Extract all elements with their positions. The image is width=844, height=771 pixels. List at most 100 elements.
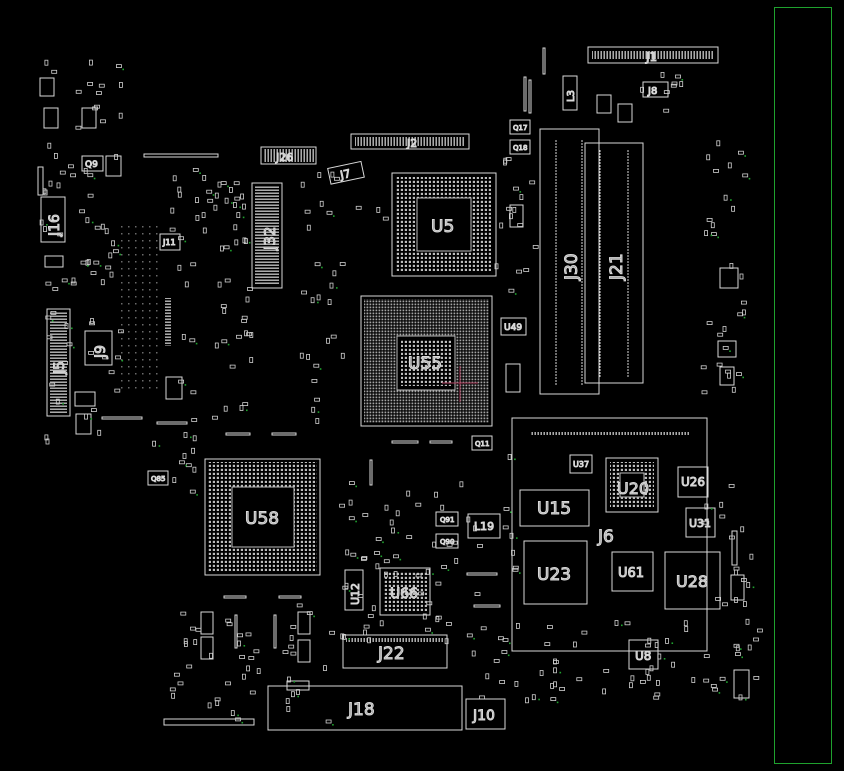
trace-h10 xyxy=(101,416,143,420)
smd-pad xyxy=(683,620,688,627)
smd-pad xyxy=(703,520,710,525)
test-point xyxy=(73,346,75,349)
smd-pad xyxy=(383,571,388,578)
smd-pad xyxy=(47,142,52,149)
smd-pad xyxy=(48,180,53,187)
smd-pad xyxy=(505,157,512,162)
smd-pad xyxy=(327,299,332,306)
smd-pad xyxy=(189,489,196,494)
smd-pad xyxy=(348,499,353,506)
test-point xyxy=(710,234,713,237)
origin-crosshair xyxy=(442,366,478,402)
trace-h1 xyxy=(225,432,251,436)
smd-pad xyxy=(282,650,289,654)
smd-pad xyxy=(742,173,749,178)
smd-pad xyxy=(559,687,565,691)
smd-pad xyxy=(329,282,334,289)
smd-pad xyxy=(663,108,670,113)
label-q90: Q90 xyxy=(440,538,454,546)
test-point xyxy=(242,216,245,219)
smd-pad xyxy=(314,397,321,402)
test-points xyxy=(46,68,755,726)
smd-pad xyxy=(224,278,231,283)
smd-pad xyxy=(719,676,726,681)
smd-pad xyxy=(241,318,248,323)
smd-pad xyxy=(332,270,337,277)
transistor-q28 xyxy=(297,639,311,663)
smd-pad xyxy=(239,405,244,411)
smd-pad xyxy=(646,674,651,681)
smd-pad xyxy=(290,651,297,656)
label-u49: U49 xyxy=(504,323,522,333)
label-j8: J8 xyxy=(647,86,657,97)
smd-pad xyxy=(325,719,332,724)
smd-pad xyxy=(66,342,73,347)
smd-pad xyxy=(704,230,708,237)
test-point xyxy=(355,520,357,523)
smd-pad xyxy=(195,627,202,632)
smd-pad xyxy=(719,501,724,508)
test-point xyxy=(184,384,187,386)
smd-pad xyxy=(703,678,710,683)
chip-u2 xyxy=(44,255,64,268)
connector-j30 xyxy=(539,128,600,395)
smd-pad xyxy=(406,490,411,497)
smd-pad xyxy=(229,364,236,369)
smd-pad xyxy=(113,249,119,254)
trace-left-2 xyxy=(273,614,277,649)
transistor-q46 xyxy=(596,94,612,114)
test-point xyxy=(121,359,124,362)
smd-pad xyxy=(348,516,355,521)
smd-pad xyxy=(100,279,105,286)
test-point xyxy=(663,658,666,660)
transistor-q17 xyxy=(509,119,531,135)
trace-v3 xyxy=(369,459,373,486)
smd-pad xyxy=(244,330,248,337)
smd-pad xyxy=(339,503,346,508)
test-point xyxy=(432,573,434,575)
smd-pad xyxy=(362,513,369,517)
transistor-q75 xyxy=(200,611,214,635)
smd-pad xyxy=(445,622,452,626)
connector-j19 xyxy=(286,680,310,691)
smd-pad xyxy=(454,558,459,564)
smd-pad xyxy=(376,206,381,213)
smd-pad xyxy=(289,635,294,641)
smd-pad xyxy=(300,181,305,188)
smd-pad xyxy=(550,697,557,701)
smd-pad xyxy=(640,86,644,93)
smd-pad xyxy=(89,59,93,66)
chip-u55 xyxy=(360,295,493,427)
smd-pad xyxy=(80,260,87,265)
label-u15: U15 xyxy=(537,499,571,519)
trace-h4 xyxy=(391,440,419,444)
smd-pad xyxy=(382,216,389,221)
chip-u23 xyxy=(523,540,588,605)
smd-pad xyxy=(367,614,374,618)
smd-pad xyxy=(181,333,186,340)
smd-pad xyxy=(553,667,557,674)
smd-pad xyxy=(706,154,711,161)
smd-pad xyxy=(435,615,442,620)
smd-pad xyxy=(87,193,94,198)
smd-pad xyxy=(573,641,577,648)
smd-pad xyxy=(170,207,175,214)
smd-pad xyxy=(422,613,427,620)
smd-pad xyxy=(116,64,122,68)
test-point xyxy=(333,215,335,217)
test-point xyxy=(730,199,732,201)
smd-pad xyxy=(87,82,93,86)
test-point xyxy=(230,249,232,252)
smd-pad xyxy=(64,323,69,329)
layer-panel[interactable] xyxy=(774,7,832,764)
smd-pad xyxy=(517,223,524,227)
smd-pad xyxy=(501,650,508,654)
smd-pad xyxy=(212,415,218,420)
smd-pad xyxy=(512,206,517,213)
smd-pad xyxy=(172,477,177,484)
smd-pad xyxy=(624,621,631,626)
smd-pad xyxy=(473,525,477,532)
transistor-q8 xyxy=(39,77,55,97)
smd-pad xyxy=(206,189,213,194)
smd-pad xyxy=(340,633,345,640)
